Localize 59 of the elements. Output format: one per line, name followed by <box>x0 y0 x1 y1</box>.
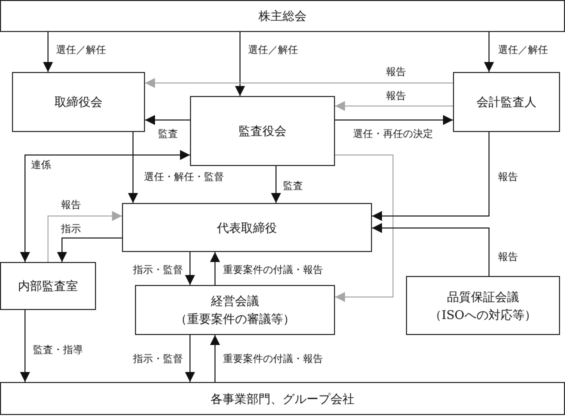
edge-label: 連係 <box>30 160 52 172</box>
arrow <box>185 252 195 286</box>
arrow <box>43 32 53 72</box>
arrow <box>235 32 245 96</box>
edge-label: 選任・解任・監督 <box>143 172 225 184</box>
edge-label: 選任・再任の決定 <box>352 129 434 141</box>
arrow <box>334 154 394 302</box>
box-title: 株主総会 <box>258 8 306 25</box>
edge-label: 指示 <box>60 224 82 236</box>
edge-label: 監査 <box>282 181 304 193</box>
arrow <box>128 132 138 204</box>
arrow <box>210 252 220 286</box>
org-box <box>122 203 372 252</box>
org-box <box>135 285 335 335</box>
org-box <box>453 72 560 132</box>
edge-label: 報告 <box>385 91 407 103</box>
edge-label: 選任／解任 <box>55 45 107 57</box>
arrow <box>20 150 190 262</box>
org-box <box>0 0 565 32</box>
edge-label: 重要案件の付議・報告 <box>222 265 324 277</box>
box-title: 代表取締役 <box>217 220 277 236</box>
arrow <box>185 334 195 382</box>
edge-label: 指示・監督 <box>132 354 184 366</box>
arrow <box>20 310 30 382</box>
edge-label: 重要案件の付議・報告 <box>222 354 324 366</box>
edge-label: 監査 <box>157 129 179 141</box>
edge-label: 選任／解任 <box>497 45 549 57</box>
edge-label: 報告 <box>497 252 519 264</box>
org-box <box>0 262 96 310</box>
arrow <box>210 334 220 382</box>
arrow <box>57 238 122 262</box>
org-box <box>190 96 335 166</box>
box-subtitle: （重要案件の審議等） <box>175 311 295 328</box>
edge-label: 報告 <box>497 172 519 184</box>
arrow <box>484 32 494 72</box>
box-title: 取締役会 <box>54 94 102 111</box>
arrow <box>144 78 454 88</box>
box-title: 内部監査室 <box>18 278 78 295</box>
edge-label: 監査・指導 <box>32 345 84 357</box>
org-box <box>406 276 560 335</box>
edge-label: 報告 <box>60 200 82 212</box>
arrow <box>48 211 122 262</box>
box-title: 監査役会 <box>238 123 286 140</box>
edge-label: 報告 <box>385 67 407 79</box>
box-title: 品質保証会議 <box>447 288 519 306</box>
org-box <box>12 72 145 132</box>
box-title: 経営会議 <box>211 293 259 310</box>
box-title: 各事業部門、グループ会社 <box>210 390 354 408</box>
edge-label: 指示・監督 <box>132 265 184 277</box>
edge-label: 選任／解任 <box>247 45 299 57</box>
box-title: 会計監査人 <box>476 94 536 111</box>
arrow <box>372 223 490 276</box>
arrow <box>334 101 454 111</box>
arrow <box>271 166 281 204</box>
arrow <box>334 115 454 125</box>
box-subtitle: （ISOへの対応等） <box>430 306 536 324</box>
arrow <box>372 132 490 221</box>
arrow <box>144 115 190 125</box>
org-box <box>0 382 565 415</box>
